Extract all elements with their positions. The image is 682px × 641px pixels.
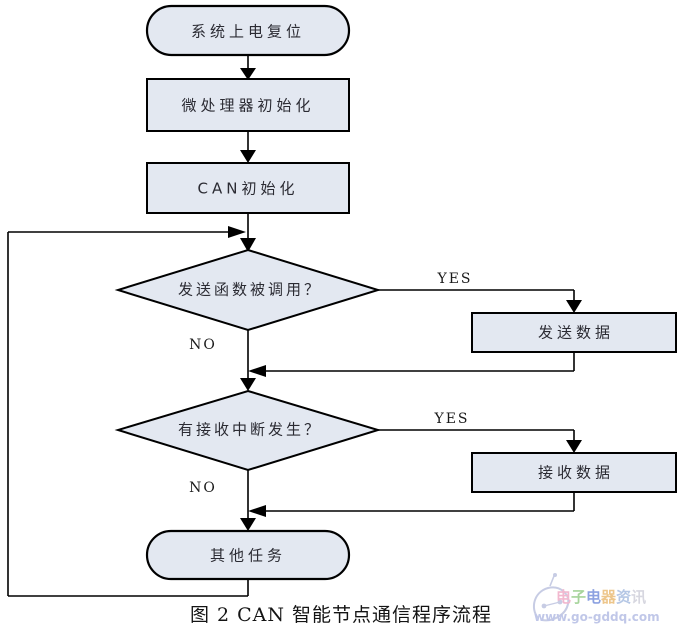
edge-label-send-yes: YES [436,271,472,287]
node-start[interactable]: 系统上电复位 [145,4,351,57]
edge-loop-return-into-junction [8,226,246,238]
node-recv-check[interactable]: 有接收中断发生？ [114,389,382,472]
node-other-tasks-label: 其他任务 [210,547,286,565]
node-send-check-label: 发送函数被调用？ [178,281,322,299]
edge-mcu-init-to-can-init [240,131,256,163]
node-start-label: 系统上电复位 [191,23,305,41]
edge-send-check-no [240,330,256,391]
node-mcu-init-label: 微处理器初始化 [181,97,314,115]
edge-other-tasks-loop-back [7,232,249,597]
node-recv-check-label: 有接收中断发生？ [178,421,322,439]
edge-send-data-to-trunk [248,352,575,377]
node-send-data[interactable]: 发送数据 [471,312,677,353]
node-can-init[interactable]: CAN初始化 [146,162,350,214]
edge-recv-check-no [240,470,256,531]
figure-caption: 图 2 CAN 智能节点通信程序流程 [189,604,493,626]
node-send-check[interactable]: 发送函数被调用？ [114,248,382,332]
node-can-init-label: CAN初始化 [198,180,299,198]
edge-label-recv-no: NO [189,480,217,496]
edge-can-init-to-send-check [240,212,256,252]
edge-send-check-yes [378,289,582,313]
edge-recv-data-to-trunk [248,492,575,517]
node-other-tasks[interactable]: 其他任务 [145,529,351,581]
node-recv-data-label: 接收数据 [538,464,614,482]
node-recv-data[interactable]: 接收数据 [471,452,677,493]
node-mcu-init[interactable]: 微处理器初始化 [146,78,350,132]
node-send-data-label: 发送数据 [538,324,614,342]
edge-label-send-no: NO [189,337,217,353]
edge-recv-check-yes [378,429,582,453]
edge-label-recv-yes: YES [433,411,469,427]
edge-start-to-mcu-init [240,55,256,80]
